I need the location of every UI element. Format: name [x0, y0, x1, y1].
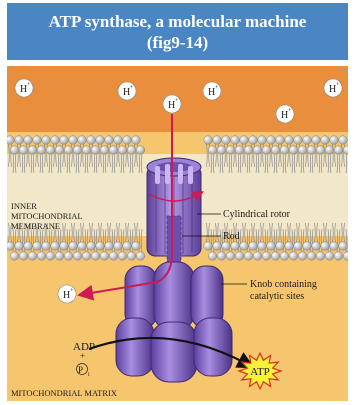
- membrane-label-line3: membrane: [11, 221, 60, 231]
- proton-ion-matrix: H +: [58, 285, 76, 303]
- atp-synthase-figure: H + H + H + H + H + H +: [7, 66, 348, 401]
- membrane-label-line1: Inner: [11, 201, 37, 211]
- cylindrical-rotor-label: Cylindrical rotor: [223, 209, 291, 220]
- proton-ion: H +: [324, 79, 342, 97]
- title-banner: ATP synthase, a molecular machine (fig9-…: [7, 3, 348, 60]
- title-line-1: ATP synthase, a molecular machine: [7, 12, 348, 32]
- atp-label: ATP: [250, 366, 270, 378]
- title-line-2: (fig9-14): [7, 33, 348, 53]
- proton-ion: H +: [276, 105, 294, 123]
- knob-label-line2: catalytic sites: [250, 291, 304, 302]
- figure-svg: H + H + H + H + H + H +: [7, 66, 348, 401]
- proton-ion: H +: [203, 82, 221, 100]
- rod-label: Rod: [223, 231, 240, 242]
- cylindrical-rotor: [147, 158, 201, 271]
- catalytic-knob: [116, 262, 232, 382]
- matrix-label: Mitochondrial matrix: [11, 388, 117, 398]
- membrane-label-line2: mitochondrial: [11, 211, 83, 221]
- knob-label-line1: Knob containing: [250, 279, 317, 290]
- proton-ion: H +: [163, 95, 181, 113]
- proton-ion: H +: [118, 82, 136, 100]
- plus-label: +: [80, 351, 85, 361]
- proton-ion: H +: [15, 79, 33, 97]
- pi-label: P: [78, 365, 83, 375]
